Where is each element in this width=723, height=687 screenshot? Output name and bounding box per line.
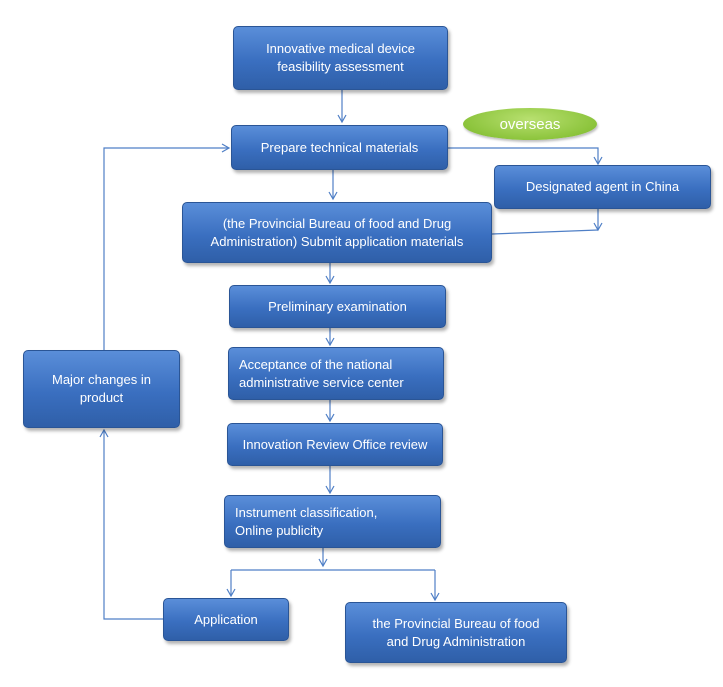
application-box: Application bbox=[163, 598, 289, 641]
prepare-technical-materials-box: Prepare technical materials bbox=[231, 125, 448, 170]
acceptance-box: Acceptance of the national administrativ… bbox=[228, 347, 444, 400]
feasibility-assessment-box: Innovative medical device feasibility as… bbox=[233, 26, 448, 90]
innovation-review-box: Innovation Review Office review bbox=[227, 423, 443, 466]
designated-agent-box: Designated agent in China bbox=[494, 165, 711, 209]
arrow-prepare-to-agent bbox=[448, 147, 603, 166]
submit-application-box: (the Provincial Bureau of food and Drug … bbox=[182, 202, 492, 263]
provincial-bureau-box: the Provincial Bureau of food and Drug A… bbox=[345, 602, 567, 663]
major-changes-box: Major changes in product bbox=[23, 350, 180, 428]
arrow-application-to-major-changes bbox=[99, 428, 163, 620]
line-agent-return bbox=[491, 229, 599, 235]
arrow-major-changes-to-prepare bbox=[103, 143, 231, 350]
preliminary-examination-box: Preliminary examination bbox=[229, 285, 446, 328]
overseas-badge: overseas bbox=[463, 108, 597, 140]
instrument-classification-box: Instrument classification, Online public… bbox=[224, 495, 441, 548]
